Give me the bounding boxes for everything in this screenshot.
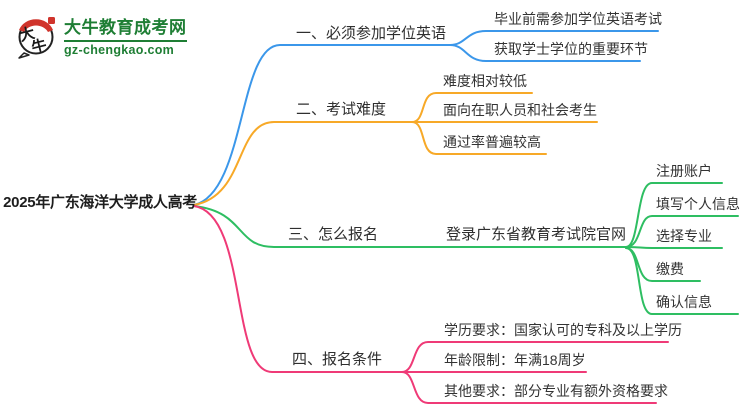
branch-3-step-5-label: 确认信息 — [656, 294, 712, 310]
branch-4-line — [193, 205, 403, 373]
branch-2-child-1-label: 难度相对较低 — [443, 73, 527, 89]
branch-3-step-3-label: 选择专业 — [656, 228, 712, 244]
branch-2-child-3-line — [411, 121, 547, 155]
root-node: 2025年广东海洋大学成人高考 — [3, 194, 197, 211]
svg-text:大: 大 — [18, 24, 37, 45]
branch-3-step-2-label: 填写个人信息 — [656, 196, 740, 212]
site-logo-text: 大牛教育成考网 gz-chengkao.com — [64, 13, 187, 57]
branch-3-step-1-line — [625, 182, 723, 248]
branch-3-child-1-label: 登录广东省教育考试院官网 — [446, 226, 627, 243]
branch-4-child-1-line — [401, 341, 669, 373]
branch-2-child-3-label: 通过率普遍较高 — [443, 134, 541, 150]
branch-2-child-2-label: 面向在职人员和社会考生 — [443, 102, 597, 118]
branch-4-child-2-label: 年龄限制：年满18周岁 — [444, 352, 586, 368]
branch-4-child-3-line — [401, 371, 657, 404]
site-logo-domain: gz-chengkao.com — [64, 43, 175, 57]
branch-1-label: 一、必须参加学位英语 — [296, 25, 447, 42]
branch-2-label: 二、考试难度 — [296, 101, 387, 118]
site-logo[interactable]: 大 牛 大牛教育成考网 gz-chengkao.com — [13, 11, 187, 59]
branch-1-line — [193, 44, 451, 206]
branch-3-step-2-line — [625, 215, 739, 248]
branch-4-label: 四、报名条件 — [292, 351, 383, 368]
branch-4-child-1-label: 学历要求：国家认可的专科及以上学历 — [444, 322, 682, 338]
branch-3-step-5-line — [625, 247, 739, 315]
branch-2-child-1-line — [411, 92, 533, 123]
branch-3-line — [193, 205, 627, 248]
branch-3-step-4-label: 缴费 — [656, 261, 684, 277]
site-logo-title: 大牛教育成考网 — [64, 13, 187, 42]
branch-4-child-3-label: 其他要求：部分专业有额外资格要求 — [444, 383, 668, 399]
branch-3-label: 三、怎么报名 — [288, 226, 379, 243]
branch-3-step-3-line — [625, 246, 723, 249]
branch-1-child-2-line — [449, 44, 641, 62]
svg-text:牛: 牛 — [30, 36, 49, 57]
branch-2-line — [193, 121, 413, 206]
daniu-logo-icon: 大 牛 — [18, 17, 55, 59]
branch-3-step-1-label: 注册账户 — [656, 163, 712, 179]
branch-1-child-1-label: 毕业前需参加学位英语考试 — [494, 11, 662, 27]
branch-1-child-2-label: 获取学士学位的重要环节 — [494, 41, 648, 57]
